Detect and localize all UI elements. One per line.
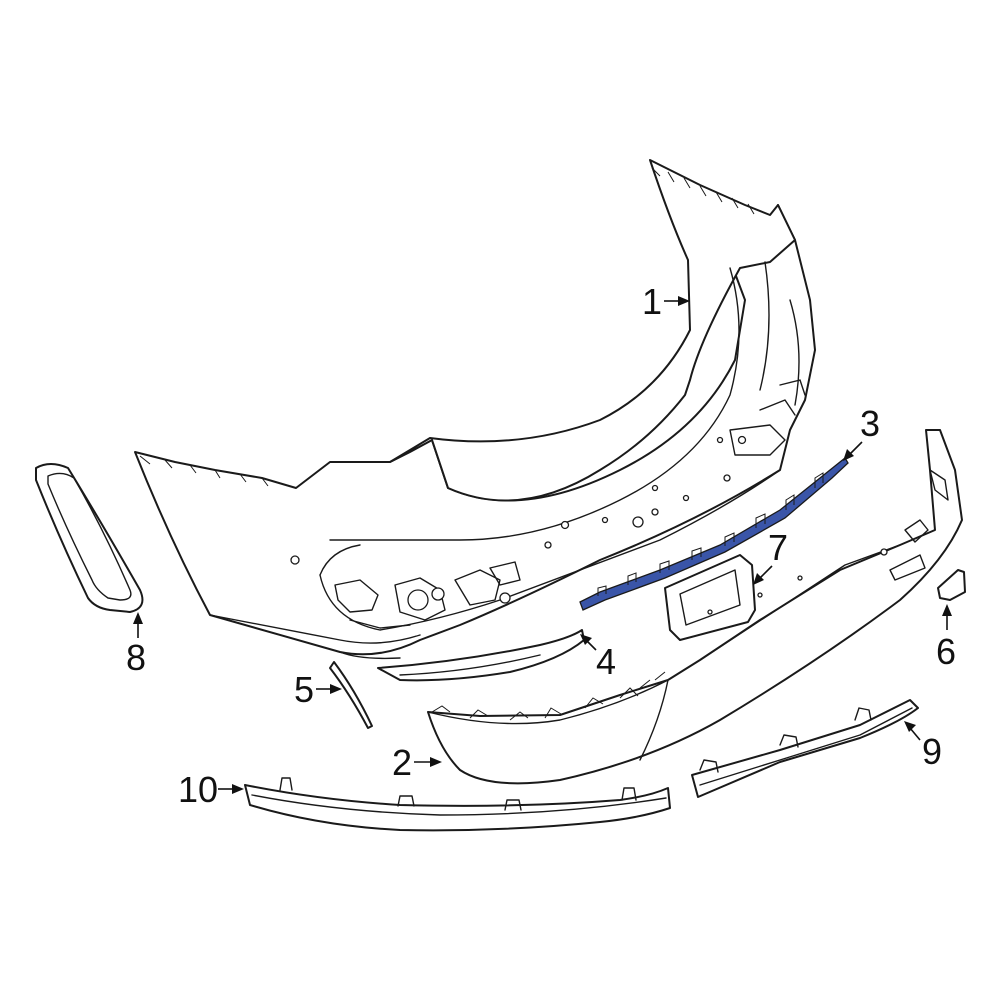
license-bracket[interactable] — [664, 554, 756, 641]
right-trim-strip[interactable] — [691, 699, 919, 798]
callout-1: 1 — [642, 281, 690, 322]
support-bracket[interactable] — [579, 457, 849, 611]
callout-label-6: 6 — [936, 631, 956, 672]
lower-valance[interactable] — [427, 429, 963, 785]
callout-2: 2 — [392, 742, 442, 783]
callout-label-9: 9 — [922, 731, 942, 772]
callout-4: 4 — [580, 634, 616, 682]
callout-label-7: 7 — [768, 527, 788, 568]
reflector-bezel[interactable] — [35, 463, 144, 613]
callout-label-10: 10 — [178, 769, 218, 810]
side-molding[interactable] — [329, 661, 373, 729]
left-trim-strip[interactable] — [244, 777, 671, 832]
callout-7: 7 — [753, 527, 788, 585]
bumper-cover[interactable] — [134, 159, 816, 660]
callout-label-1: 1 — [642, 281, 662, 322]
callout-label-5: 5 — [294, 669, 314, 710]
callout-5: 5 — [294, 669, 342, 710]
tow-hook-cap[interactable] — [937, 569, 966, 601]
callout-8: 8 — [126, 612, 146, 678]
callout-9: 9 — [904, 721, 942, 772]
callout-label-3: 3 — [860, 403, 880, 444]
callout-label-4: 4 — [596, 641, 616, 682]
callout-6: 6 — [936, 604, 956, 672]
callout-label-8: 8 — [126, 637, 146, 678]
callout-label-2: 2 — [392, 742, 412, 783]
cavity-mechanics — [334, 379, 806, 629]
callout-10: 10 — [178, 769, 244, 810]
callout-3: 3 — [843, 403, 880, 461]
